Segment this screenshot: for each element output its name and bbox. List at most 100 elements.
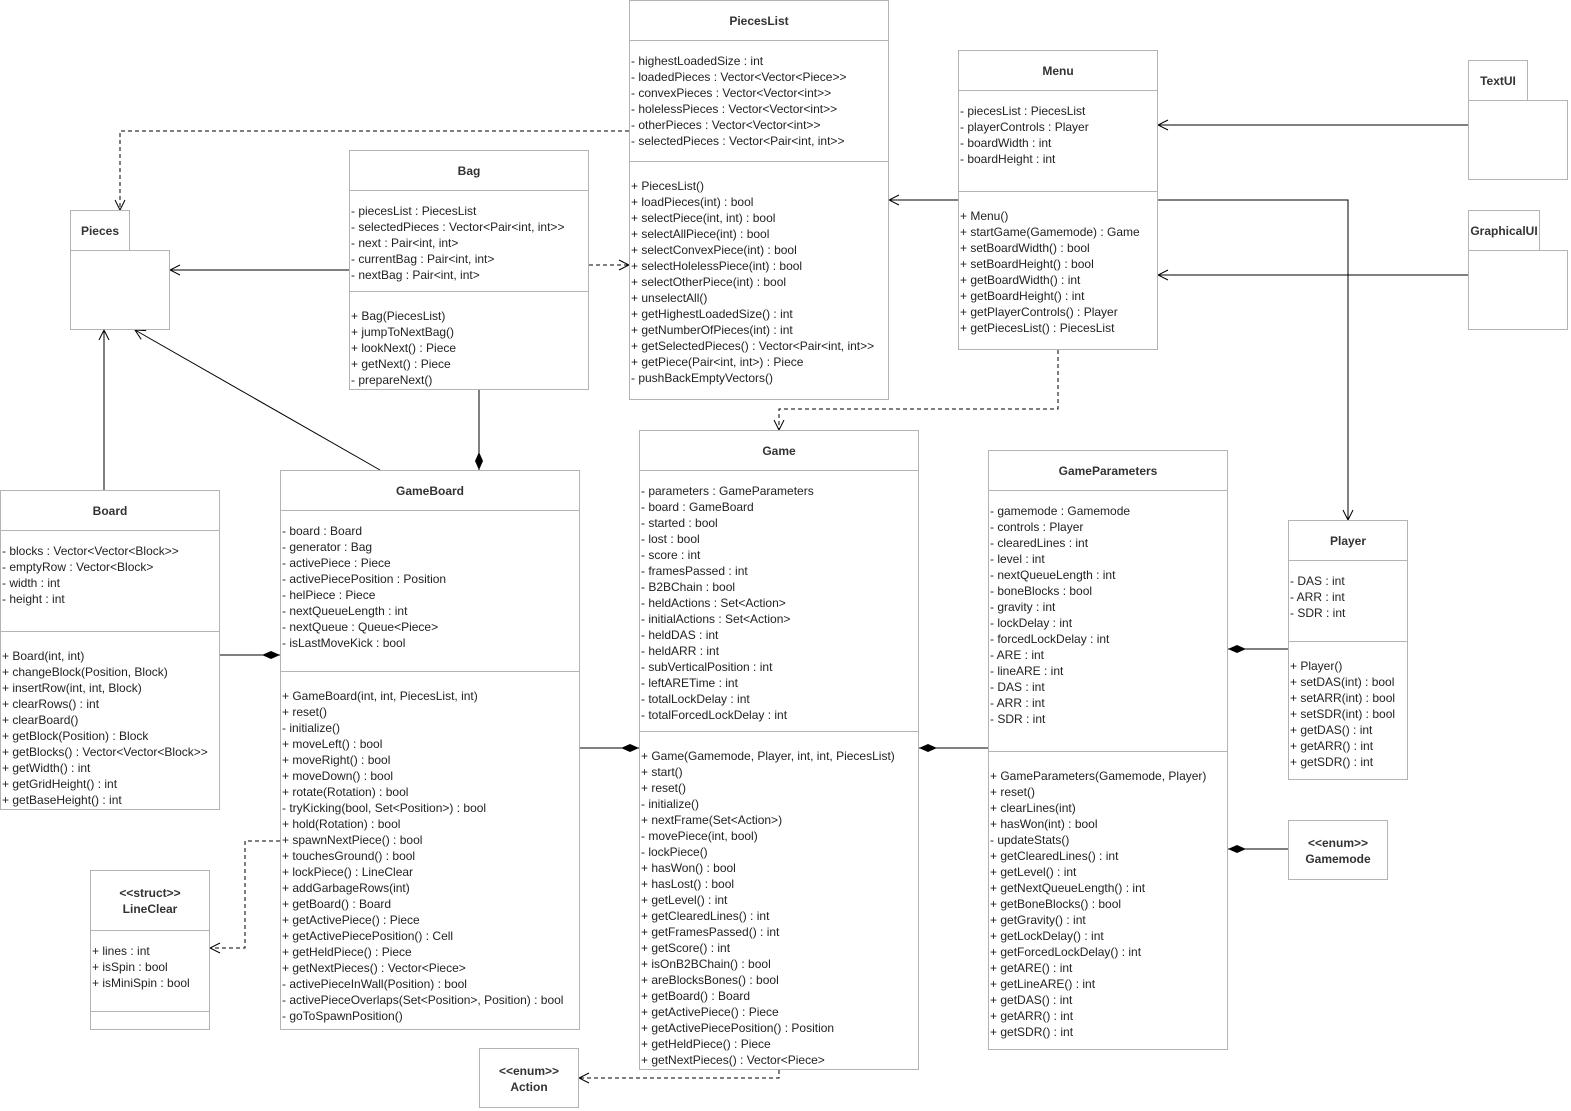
method: + getClearedLines() : int (641, 909, 770, 923)
attribute: - highestLoadedSize : int (631, 54, 764, 68)
method: + setBoardHeight() : bool (960, 257, 1094, 271)
method: + getHeldPiece() : Piece (282, 945, 412, 959)
method: + setDAS(int) : bool (1290, 675, 1395, 689)
class-menu[interactable]: Menu- piecesList : PiecesList- playerCon… (958, 50, 1158, 350)
attribute: - board : Board (282, 524, 363, 538)
class-name: Menu (1042, 63, 1074, 78)
attribute: - otherPieces : Vector<Vector<int>> (631, 118, 821, 132)
method: + getARE() : int (990, 961, 1073, 975)
method: + lockPiece() : LineClear (282, 865, 414, 879)
class-header: Board (1, 491, 219, 531)
attribute: - nextBag : Pair<int, int> (351, 268, 480, 282)
method: + getWidth() : int (2, 761, 91, 775)
method: + getSDR() : int (990, 1025, 1074, 1039)
attribute: - generator : Bag (282, 540, 373, 554)
class-game-parameters[interactable]: GameParameters- gamemode : Gamemode- con… (988, 450, 1228, 1050)
attribute: - width : int (2, 576, 61, 590)
method: + startGame(Gamemode) : Game (960, 225, 1140, 239)
attribute: - boardWidth : int (960, 136, 1052, 150)
attribute: - emptyRow : Vector<Block> (2, 560, 154, 574)
class-line-clear[interactable]: <<struct>>LineClear+ lines : int+ isSpin… (90, 870, 210, 1030)
attribute: - ARE : int (990, 648, 1045, 662)
class-header: Player (1289, 521, 1407, 561)
class-methods: + Menu()+ startGame(Gamemode) : Game+ se… (959, 191, 1157, 351)
method: + getActivePiecePosition() : Cell (282, 929, 454, 943)
class-action[interactable]: <<enum>> Action (479, 1048, 579, 1108)
class-gamemode[interactable]: <<enum>>Gamemode (1288, 820, 1388, 880)
class-game-board[interactable]: GameBoard - board : Board - generator : Ba… (280, 470, 580, 1030)
attribute: - activePiece : Piece (282, 556, 391, 570)
method: + selectConvexPiece(int) : bool (631, 243, 797, 257)
class-bag[interactable]: Bag- piecesList : PiecesList- selectedPi… (349, 150, 589, 390)
attribute: - level : int (990, 552, 1045, 566)
method: + hasLost() : bool (641, 877, 735, 891)
method: + getBlock(Position) : Block (2, 729, 149, 743)
attribute: - leftARETime : int (641, 676, 738, 690)
attribute: - parameters : GameParameters (641, 484, 814, 498)
class-stereotype: <<enum>> (498, 1064, 560, 1078)
method: + getFramesPassed() : int (641, 925, 780, 939)
class-game[interactable]: Game - parameters : GameParameters - board… (639, 430, 919, 1070)
method: - activePieceOverlaps(Set<Position>, Pos… (282, 993, 564, 1007)
method: + Player() (1290, 659, 1343, 673)
class-header: PiecesList (630, 1, 888, 41)
method: - activePieceInWall(Position) : bool (282, 977, 467, 991)
method: + reset() (990, 785, 1036, 799)
method: + PiecesList() (631, 179, 705, 193)
method: + moveDown() : bool (282, 769, 394, 783)
method: - initialize() (641, 797, 700, 811)
class-name: Gamemode (1305, 852, 1371, 866)
attribute: + isMiniSpin : bool (92, 976, 190, 990)
class-header: GameParameters (989, 451, 1227, 491)
attribute: - initialActions : Set<Action> (641, 612, 791, 626)
method: + hold(Rotation) : bool (282, 817, 401, 831)
method: + getBoard() : Board (641, 989, 751, 1003)
method: + hasWon(int) : bool (990, 817, 1098, 831)
class-board[interactable]: Board - blocks : Vector<Vector<Block>>- e… (0, 490, 220, 810)
class-methods: + Bag(PiecesList)+ jumpToNextBag()+ look… (350, 291, 588, 391)
class-header: Game (640, 431, 918, 471)
attribute: - board : GameBoard (641, 500, 754, 514)
method: + getForcedLockDelay() : int (990, 945, 1142, 959)
class-methods: + PiecesList() + loadPieces(int) : bool + … (630, 161, 888, 401)
class-attributes: - blocks : Vector<Vector<Block>>- emptyR… (1, 531, 219, 631)
method: + getBoard() : Board (282, 897, 392, 911)
method: + getGravity() : int (990, 913, 1086, 927)
method: + getNext() : Piece (351, 357, 451, 371)
class-player[interactable]: Player- DAS : int- ARR : int- SDR : int+… (1288, 520, 1408, 780)
attribute: - height : int (2, 592, 65, 606)
class-methods: + GameParameters(Gamemode, Player)+ rese… (989, 751, 1227, 1051)
method: + getLevel() : int (990, 865, 1077, 879)
method: + lookNext() : Piece (351, 341, 457, 355)
attribute: - heldDAS : int (641, 628, 719, 642)
attribute: - boardHeight : int (960, 152, 1056, 166)
method: + moveRight() : bool (282, 753, 391, 767)
attribute: - gamemode : Gamemode (990, 504, 1131, 518)
class-methods: + Player() + setDAS(int) : bool + setARR(i… (1289, 641, 1407, 781)
method: + getBoardHeight() : int (960, 289, 1085, 303)
attribute: - convexPieces : Vector<Vector<int>> (631, 86, 832, 100)
class-name: Board (92, 503, 128, 518)
method: + getActivePiece() : Piece (641, 1005, 779, 1019)
method: + getPiecesList() : PiecesList (960, 321, 1115, 335)
class-name: Action (510, 1080, 548, 1094)
method: + clearBoard() (2, 713, 79, 727)
attribute: - lockDelay : int (990, 616, 1073, 630)
class-stereotype: <<struct>> (119, 885, 181, 900)
class-pieces-list[interactable]: PiecesList- highestLoadedSize : int- loa… (629, 0, 889, 400)
method: + getSDR() : int (1290, 755, 1374, 769)
method: + addGarbageRows(int) (282, 881, 410, 895)
method: + areBlocksBones() : bool (641, 973, 779, 987)
method: + getPlayerControls() : Player (960, 305, 1118, 319)
attribute: - clearedLines : int (990, 536, 1089, 550)
method: + spawnNextPiece() : bool (282, 833, 423, 847)
class-header: GameBoard (281, 471, 579, 511)
class-header: Menu (959, 51, 1157, 91)
attribute: - gravity : int (990, 600, 1056, 614)
method: + setARR(int) : bool (1290, 691, 1396, 705)
method: + loadPieces(int) : bool (631, 195, 754, 209)
package-name: TextUI (1480, 73, 1516, 88)
method: + getClearedLines() : int (990, 849, 1119, 863)
attribute: - heldARR : int (641, 644, 720, 658)
class-header: Bag (350, 151, 588, 191)
